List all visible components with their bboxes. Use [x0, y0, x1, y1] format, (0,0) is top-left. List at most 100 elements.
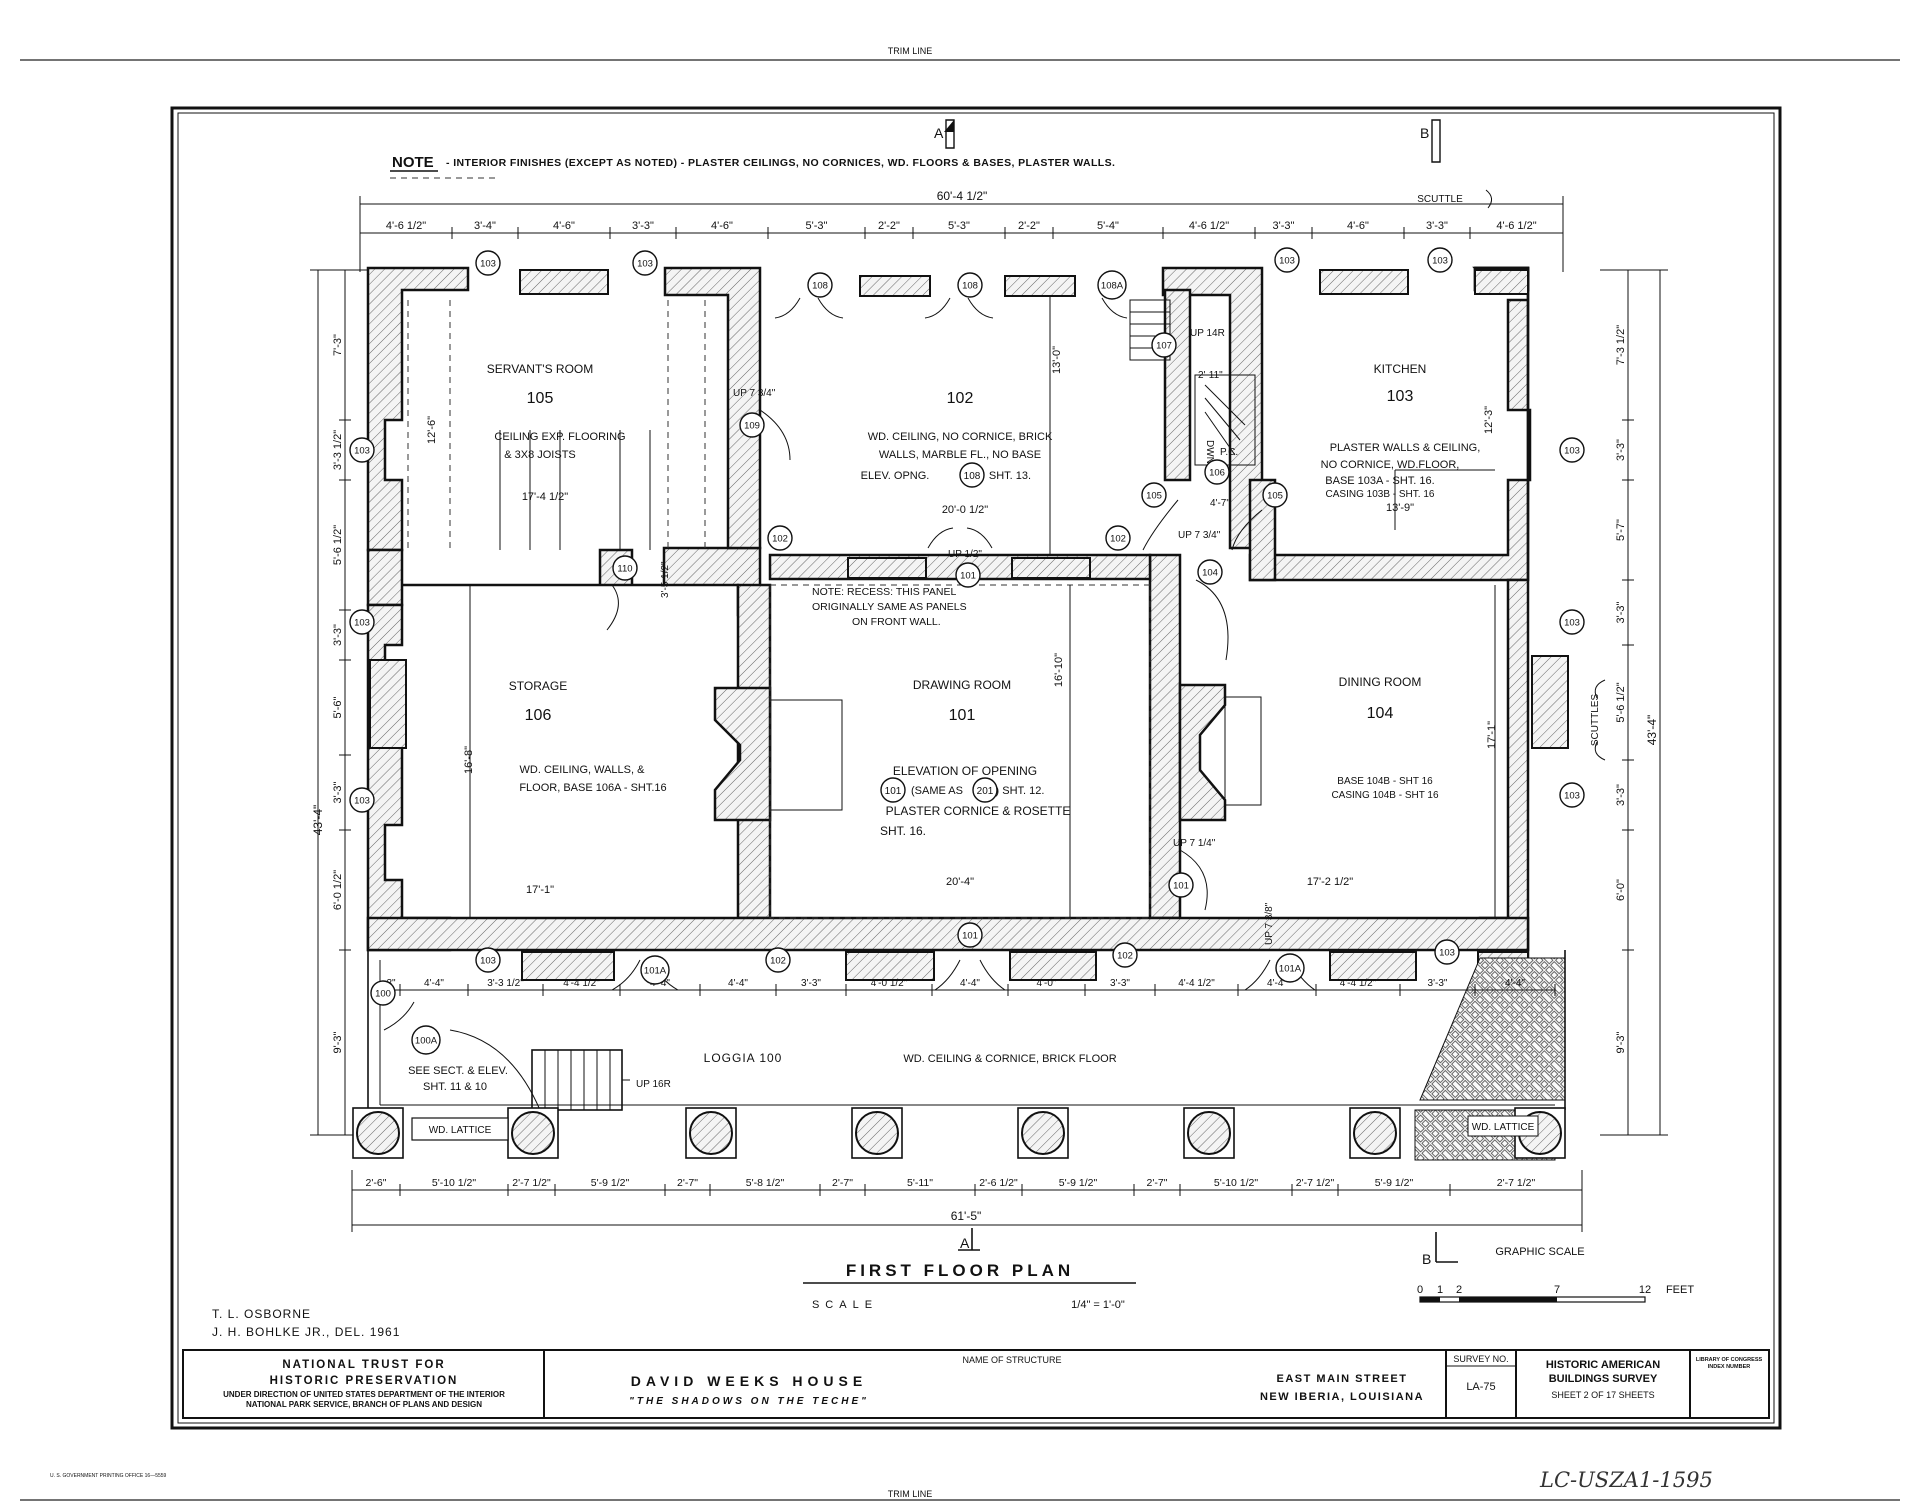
door-tag-label: 108: [812, 281, 828, 292]
door-tag-label: 101: [1173, 881, 1189, 892]
stair-dwn: DWN.: [1204, 440, 1215, 467]
tb-org2: HISTORIC PRESERVATION: [270, 1375, 459, 1387]
dining-note-1: BASE 104B - SHT 16: [1337, 776, 1433, 787]
top-dim-14: 4'-6 1/2": [1496, 220, 1536, 232]
door-tag-label: 101: [962, 931, 978, 942]
room-servants: SERVANT'S ROOM 105 CEILING EXP. FLOORING…: [426, 362, 626, 503]
door-tag-label: 103: [637, 259, 653, 270]
door-tag-label: 100: [375, 989, 391, 1000]
column-1: [352, 1107, 404, 1159]
loggia-sht: SHT. 11 & 10: [423, 1081, 487, 1093]
scale-tick-7: 7: [1554, 1284, 1560, 1296]
column-4: [851, 1107, 903, 1159]
tb-org1: NATIONAL TRUST FOR: [282, 1359, 445, 1371]
col-dim-12: 2'-7 1/2": [1296, 1177, 1335, 1189]
door-tag-103: 103: [1559, 437, 1585, 463]
loggia-dim-6: 3'-3": [801, 978, 821, 989]
loggia-name: LOGGIA 100: [704, 1051, 783, 1065]
section-b-bottom-label: B: [1422, 1251, 1431, 1267]
hall-note-3: ELEV. OPNG.: [861, 470, 930, 482]
up-7-14: UP 7 1/4": [1173, 838, 1216, 849]
scale-unit: FEET: [1666, 1284, 1694, 1296]
door-tag-label: 109: [744, 421, 760, 432]
left-dim-5: 3'-3": [332, 781, 344, 803]
left-dim-2: 5'-6 1/2": [332, 525, 344, 565]
drawing-number: 101: [949, 707, 976, 724]
graphic-scale: GRAPHIC SCALE 0 1 2 7 12 FEET: [1417, 1246, 1694, 1303]
scale-tick-0: 0: [1417, 1284, 1423, 1296]
door-tag-109: 109: [739, 412, 765, 438]
door-tag-100: 100: [370, 980, 396, 1006]
tb-structure: DAVID WEEKS HOUSE: [631, 1373, 867, 1389]
door-tag-103: 103: [349, 437, 375, 463]
room-hall-102: 102 WD. CEILING, NO CORNICE, BRICK WALLS…: [861, 346, 1063, 516]
hall-dim-v: 13'-0": [1051, 346, 1063, 374]
dim-3-5-half: 3'-5 1/2": [660, 561, 671, 598]
drawing-note-tag-101: 101: [885, 786, 902, 797]
door-tag-label: 102: [1117, 951, 1133, 962]
dining-name: DINING ROOM: [1339, 675, 1422, 689]
stair-up14r: UP 14R: [1190, 328, 1225, 339]
tb-habs1: HISTORIC AMERICAN: [1546, 1359, 1660, 1371]
door-tag-105: 105: [1262, 482, 1288, 508]
lattice-left-label: WD. LATTICE: [429, 1125, 492, 1136]
tb-subtitle: "THE SHADOWS ON THE TECHE": [629, 1396, 869, 1407]
drawing-note-4: PLASTER CORNICE & ROSETTE: [886, 804, 1071, 818]
door-tag-105: 105: [1141, 482, 1167, 508]
left-dimension-string: 43'-4" 7'-3"3'-3 1/2"5'-6 1/2"3'-3"5'-6"…: [310, 269, 372, 1136]
door-tag-102: 102: [1105, 525, 1131, 551]
loggia-dim-8: 4'-4": [960, 978, 980, 989]
door-tag-label: 103: [354, 796, 370, 807]
col-dim-8: 2'-6 1/2": [979, 1177, 1018, 1189]
loggia-dim-14: 3'-3": [1428, 978, 1448, 989]
right-dim-0: 7'-3 1/2": [1615, 325, 1627, 365]
right-dim-4: 5'-6 1/2": [1615, 682, 1627, 722]
door-tag-label: 102: [1110, 534, 1126, 545]
door-tag-106: 106: [1204, 459, 1230, 485]
door-tag-label: 103: [354, 618, 370, 629]
overall-top-dim: 60'-4 1/2": [937, 189, 988, 203]
door-tag-101: 101: [957, 922, 983, 948]
kitchen-number: 103: [1387, 388, 1414, 405]
door-tag-108a: 108A: [1097, 270, 1127, 300]
door-tag-label: 105: [1267, 491, 1283, 502]
col-dim-11: 5'-10 1/2": [1214, 1177, 1259, 1189]
door-tag-label: 103: [1432, 256, 1448, 267]
door-tag-101: 101: [955, 562, 981, 588]
up-7-34-b: UP 7 3/4": [1178, 530, 1221, 541]
storage-note-2: FLOOR, BASE 106A - SHT.16: [519, 782, 666, 794]
section-marker-a-bottom: A: [958, 1228, 980, 1251]
up-7-34-a: UP 7 3/4": [733, 388, 776, 399]
delineator-1: T. L. OSBORNE: [212, 1307, 311, 1321]
door-tag-label: 101A: [644, 966, 667, 977]
top-dim-4: 4'-6": [711, 220, 733, 232]
loggia-dim-2: 3'-3 1/2": [487, 978, 524, 989]
door-tag-101a: 101A: [640, 955, 670, 985]
sheet-border-inner: [177, 112, 1775, 1424]
door-tag-102: 102: [767, 525, 793, 551]
door-tag-104: 104: [1197, 559, 1223, 585]
door-tag-103: 103: [632, 250, 658, 276]
dining-number: 104: [1367, 705, 1394, 722]
top-dimension-string: 4'-6 1/2"3'-4"4'-6"3'-3"4'-6"5'-3"2'-2"5…: [359, 220, 1564, 239]
door-tag-label: 103: [480, 956, 496, 967]
room-drawing: DRAWING ROOM 101 ELEVATION OF OPENING 10…: [880, 653, 1070, 888]
loggia-dim-15: 4'-4": [1505, 978, 1525, 989]
up-7-38: UP 7 3/8": [1264, 902, 1275, 945]
right-dim-1: 3'-3": [1615, 439, 1627, 461]
kitchen-note-1: PLASTER WALLS & CEILING,: [1330, 442, 1481, 454]
servants-dim-h: 17'-4 1/2": [522, 491, 568, 503]
column-6: [1183, 1107, 1235, 1159]
door-tag-107: 107: [1151, 332, 1177, 358]
room-loggia: LOGGIA 100 WD. CEILING & CORNICE, BRICK …: [408, 1051, 1539, 1141]
door-tag-103: 103: [1559, 609, 1585, 635]
door-tag-label: 108A: [1101, 281, 1124, 292]
col-dim-10: 2'-7": [1147, 1177, 1168, 1189]
recess-note: NOTE: RECESS: THIS PANEL ORIGINALLY SAME…: [812, 586, 967, 628]
left-dim-0: 7'-3": [332, 334, 344, 356]
top-dim-0: 4'-6 1/2": [386, 220, 426, 232]
door-tag-label: 103: [1564, 791, 1580, 802]
drawing-dim-h: 20'-4": [946, 876, 974, 888]
right-dim-7: 9'-3": [1615, 1031, 1627, 1053]
